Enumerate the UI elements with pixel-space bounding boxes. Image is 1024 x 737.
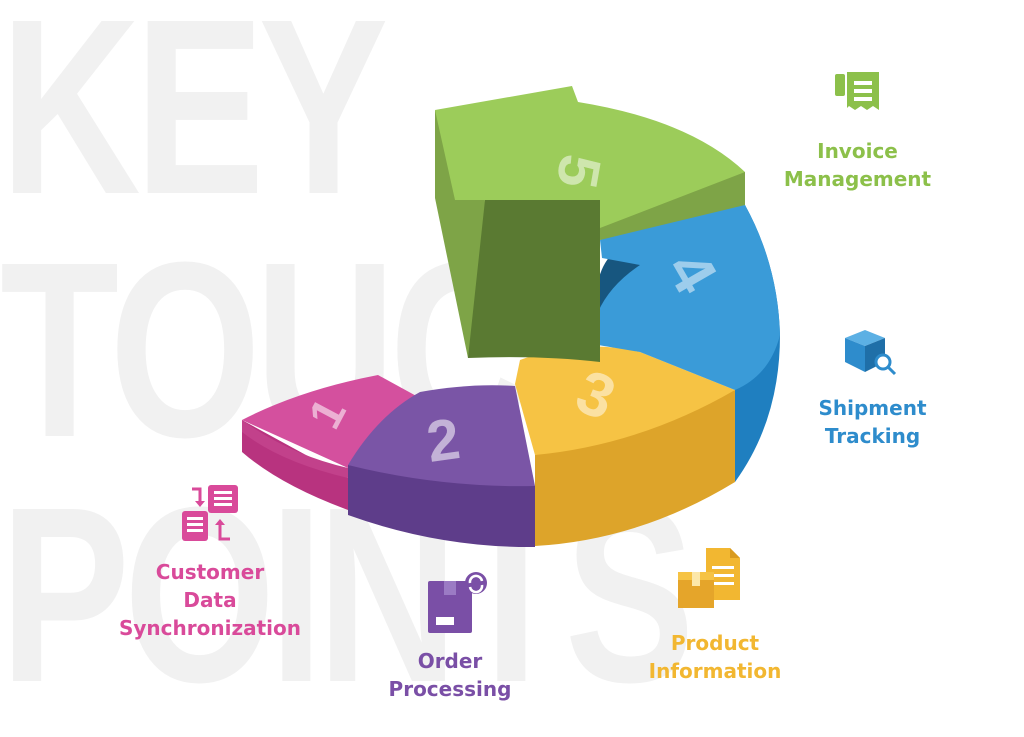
segment-5-front-wall [467,200,600,362]
segment-1: 1 [242,375,420,510]
segment-2-side [348,465,535,548]
invoice-icon [835,72,879,110]
shipment-search-icon [845,330,897,376]
segment-2: 2 [348,385,535,548]
shipment-tracking-label: Shipment Tracking [818,396,927,448]
segment-3-top [515,346,735,455]
segment-3-side [535,390,735,546]
segment-5: 5 [435,86,745,362]
segment-5-top [435,86,745,240]
segment-2-top [348,385,535,487]
segment-5-right-side [600,172,745,240]
segment-4: 4 [598,205,780,482]
customer-data-sync-label: Customer Data Synchronization [118,560,301,640]
segment-5-arrow-side [435,110,485,358]
segment-3: 3 [515,346,735,546]
segment-1-rim [242,420,348,478]
background-word-1: KEY [0,0,388,246]
invoice-management-label: Invoice Management [783,139,932,191]
segment-1-top [242,375,420,468]
data-sync-icon [182,485,238,541]
segment-4-top [598,205,780,390]
order-box-icon [428,572,487,633]
product-information-label: Product Information [648,631,782,683]
order-processing-label: Order Processing [388,649,512,701]
product-docs-icon [678,548,740,608]
